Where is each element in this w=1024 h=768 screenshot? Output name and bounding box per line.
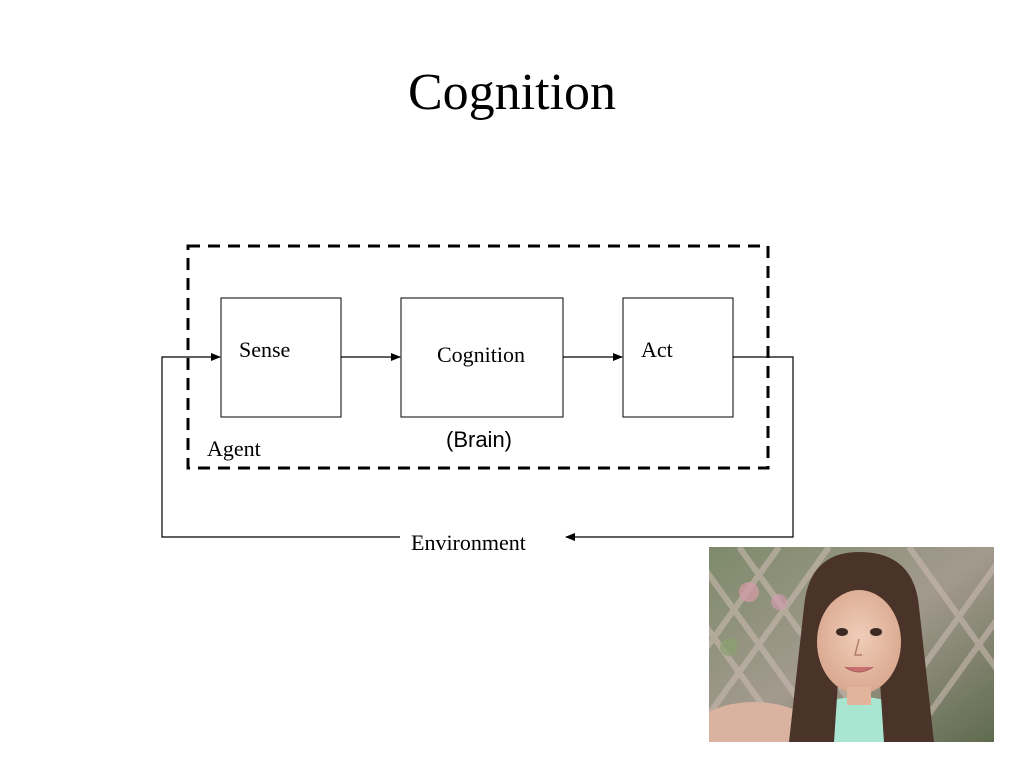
cognition-box <box>400 297 564 418</box>
brain-label: (Brain) <box>446 427 513 452</box>
environment-to-sense-line <box>161 353 400 538</box>
portrait-photo <box>709 547 994 742</box>
cognition-label: Cognition <box>437 342 526 367</box>
slide-title: Cognition <box>407 64 617 121</box>
sense-box <box>220 297 342 418</box>
act-to-environment-line <box>565 356 794 541</box>
agent-label: Agent <box>207 436 261 461</box>
environment-label: Environment <box>411 530 526 555</box>
act-label: Act <box>641 337 673 362</box>
portrait-photo-icon <box>709 547 994 742</box>
sense-label: Sense <box>239 337 291 362</box>
act-box <box>622 297 734 418</box>
